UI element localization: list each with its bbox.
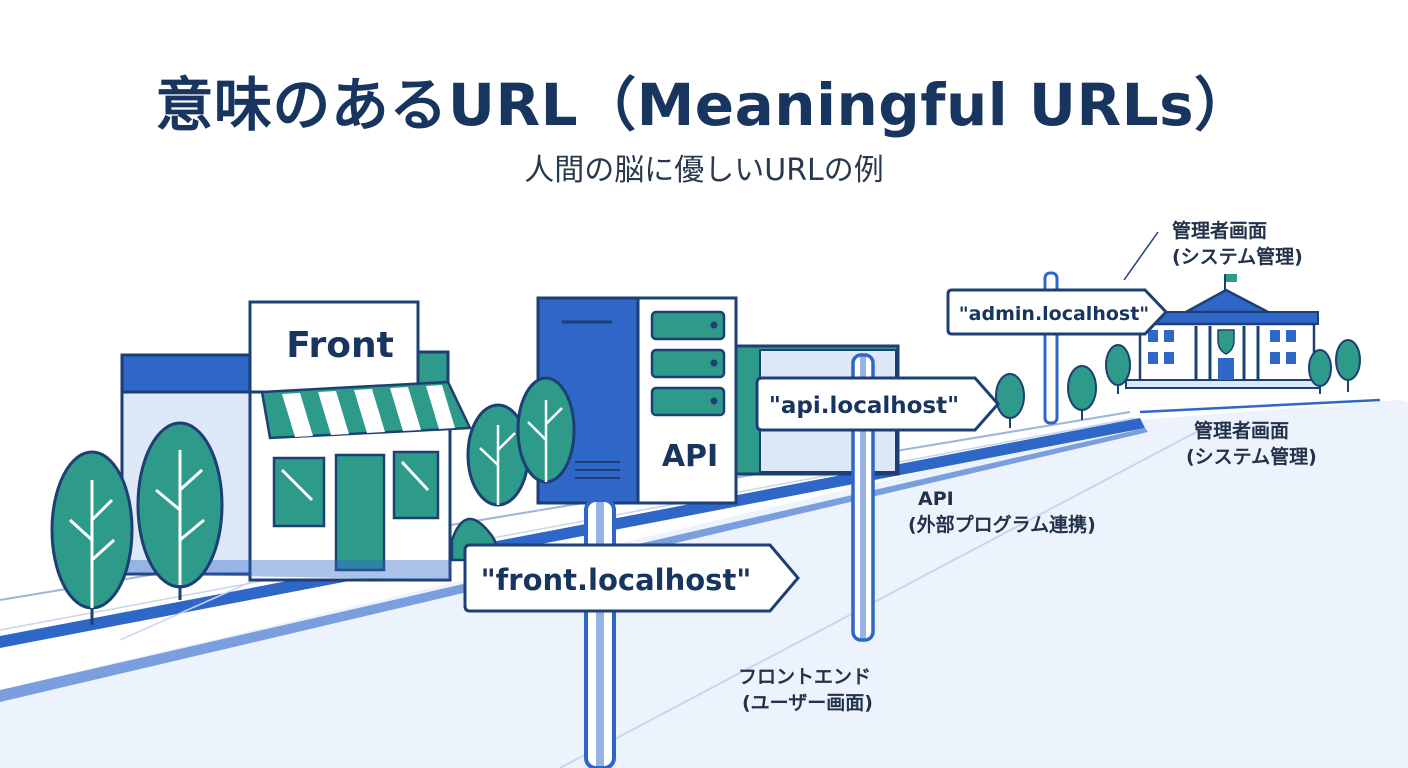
- front-awning: [260, 380, 472, 440]
- tree: [50, 450, 134, 625]
- trees: [50, 339, 1361, 625]
- front-line2: (ユーザー画面): [742, 692, 873, 714]
- admin-top-line1: 管理者画面: [1172, 220, 1268, 242]
- api-line2: (外部プログラム連携): [908, 514, 1096, 536]
- api-description: API (外部プログラム連携): [908, 486, 1096, 538]
- sign-api-board: [755, 376, 1001, 432]
- front-line1: フロントエンド: [738, 666, 872, 688]
- admin-mid-line2: (システム管理): [1186, 446, 1317, 468]
- admin-top-description: 管理者画面 (システム管理): [1172, 218, 1303, 270]
- tree: [995, 373, 1025, 428]
- tree: [1105, 344, 1131, 394]
- front-building-label: Front: [286, 325, 394, 366]
- sign-admin-text: "admin.localhost": [959, 303, 1149, 325]
- sign-front-text: "front.localhost": [481, 563, 752, 597]
- api-line1: API: [918, 488, 954, 510]
- signpost-api: "api.localhost": [755, 353, 1001, 642]
- api-building-label: API: [662, 439, 718, 474]
- admin-mid-line1: 管理者画面: [1194, 420, 1290, 442]
- sign-front-board: [463, 543, 800, 613]
- sign-api-text: "api.localhost": [769, 393, 959, 419]
- tree: [466, 403, 530, 507]
- tree: [136, 421, 224, 600]
- front-description: フロントエンド (ユーザー画面): [738, 664, 873, 716]
- tree: [1067, 365, 1097, 420]
- admin-top-line2: (システム管理): [1172, 246, 1303, 268]
- tree: [1335, 339, 1361, 392]
- page-title: 意味のあるURL（Meaningful URLs）: [155, 71, 1253, 139]
- admin-building: [1125, 274, 1321, 389]
- signpost-front: "front.localhost": [463, 498, 800, 768]
- admin-leader-line: [1123, 231, 1159, 281]
- tree: [1308, 349, 1332, 394]
- front-building: Front: [120, 300, 472, 582]
- signpost-admin: "admin.localhost": [946, 271, 1169, 425]
- admin-mid-description: 管理者画面 (システム管理): [1186, 418, 1317, 470]
- tree: [516, 376, 576, 484]
- sign-admin-board: [946, 288, 1169, 336]
- page-subtitle: 人間の脳に優しいURLの例: [524, 153, 884, 188]
